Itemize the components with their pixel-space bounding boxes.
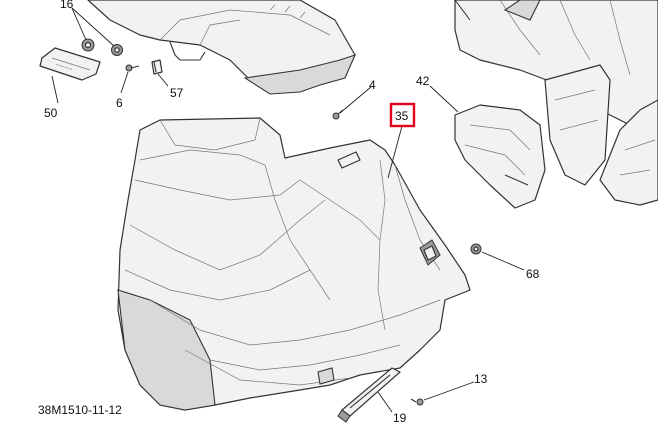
part-50-emblem: ~~~~~ [39,47,101,81]
part-68-grommet [470,243,482,255]
upper-left-panel [87,0,356,95]
callout-6: 6 [116,96,123,110]
callout-35-highlight-box [389,102,416,128]
callout-42: 42 [416,74,430,88]
callout-19: 19 [393,411,407,425]
callout-4: 4 [369,78,376,92]
callout-57: 57 [170,86,184,100]
callout-13: 13 [474,372,488,386]
callout-35: 35 [395,109,409,123]
callout-68: 68 [526,267,540,281]
callout-labels: 16 50 6 57 4 35 42 68 13 19 [44,0,540,425]
part-57-clip [151,59,163,75]
part-13-screw [410,398,424,406]
part-19-bracket [337,367,401,423]
drawing-reference: 38M1510-11-12 [38,403,122,417]
svg-text:~~~~~: ~~~~~ [54,62,73,73]
callout-50: 50 [44,106,58,120]
part-35-lower-panel [117,117,471,411]
callout-16: 16 [60,0,74,11]
leader-lines [51,0,525,413]
part-16-nut [81,38,123,56]
right-side-panels [454,0,658,209]
part-6-screw [125,64,140,72]
